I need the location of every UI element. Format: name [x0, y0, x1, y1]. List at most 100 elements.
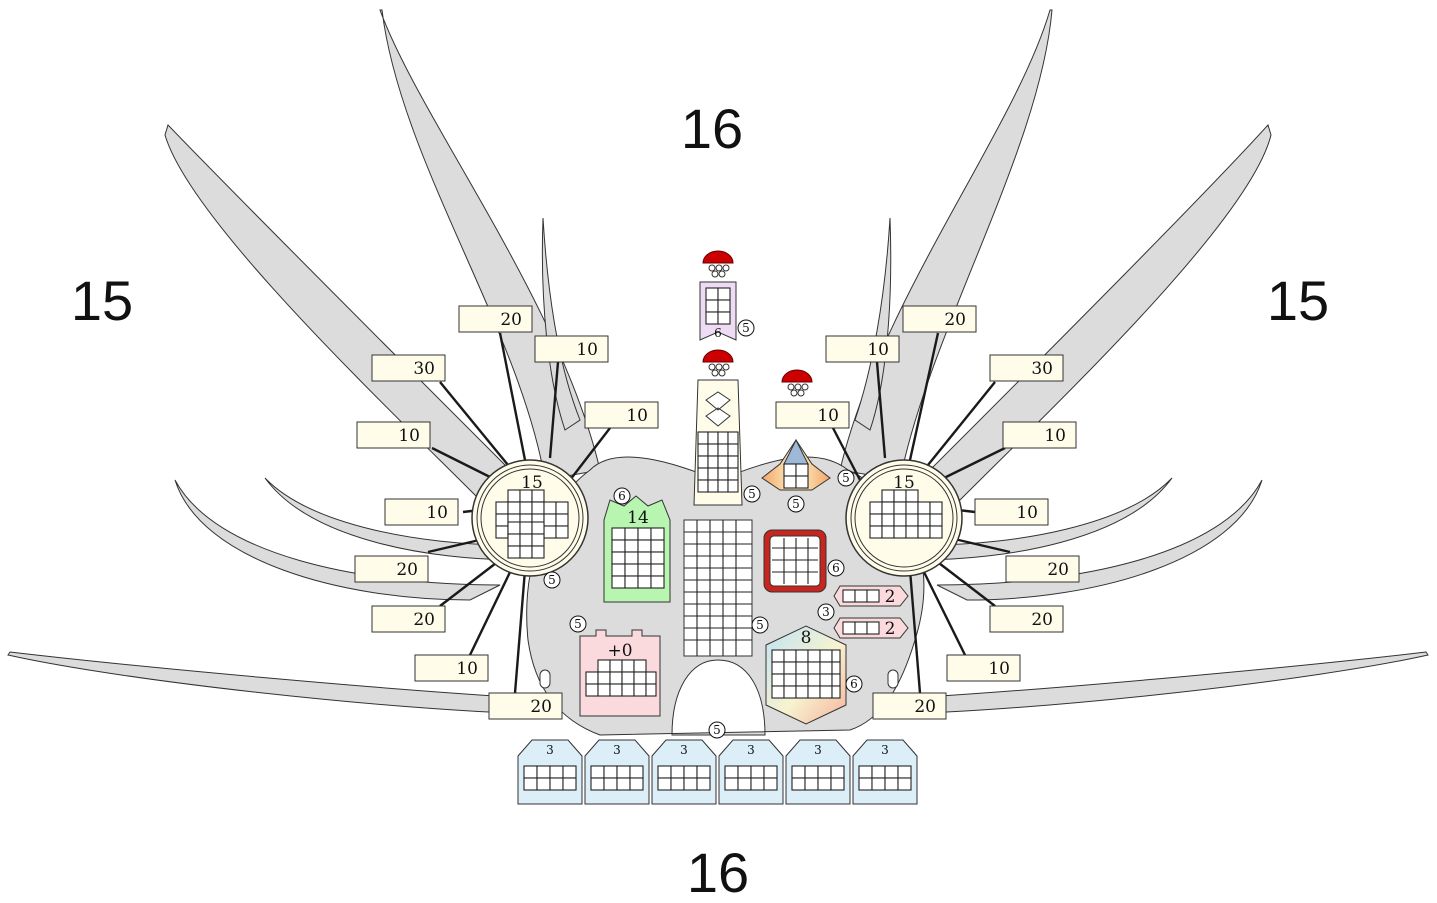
right-tag-3[interactable]: 10	[1002, 421, 1077, 449]
row-card-4[interactable]: 3	[718, 739, 784, 805]
left-hub-badge: 5	[543, 571, 561, 589]
svg-text:20: 20	[1031, 610, 1053, 630]
right-hub-tags: 20 10 30 10 10 10 20 20 10 20	[775, 305, 1080, 720]
svg-text:+0: +0	[607, 641, 632, 661]
svg-text:10: 10	[576, 340, 598, 360]
svg-text:6: 6	[832, 561, 840, 575]
row-card-6[interactable]: 3	[852, 739, 918, 805]
pink-card[interactable]: +0	[579, 629, 661, 717]
svg-text:5: 5	[748, 487, 756, 501]
left-tag-2[interactable]: 30	[371, 354, 446, 382]
left-tag-6[interactable]: 20	[354, 555, 429, 583]
right-hub-label: 15	[893, 473, 915, 493]
right-tag-8[interactable]: 10	[946, 654, 1021, 682]
svg-text:10: 10	[1016, 503, 1038, 523]
svg-text:5: 5	[713, 723, 721, 737]
svg-text:5: 5	[756, 618, 764, 632]
svg-text:20: 20	[944, 310, 966, 330]
red-gem-icon	[702, 250, 734, 278]
right-hub[interactable]: 15	[845, 459, 963, 577]
green-card[interactable]: 14	[603, 495, 671, 603]
right-tag-1[interactable]: 10	[825, 335, 900, 363]
top-card-badge: 5	[737, 319, 755, 337]
svg-text:20: 20	[413, 610, 435, 630]
red-card-badge: 6	[827, 559, 845, 577]
red-gem-icon	[781, 369, 813, 397]
svg-text:3: 3	[822, 605, 830, 619]
svg-text:20: 20	[500, 310, 522, 330]
svg-text:2: 2	[885, 587, 896, 607]
right-tag-9[interactable]: 20	[872, 692, 947, 720]
pink-small-card-1[interactable]: 2	[833, 585, 909, 607]
right-tag-0[interactable]: 20	[902, 305, 977, 333]
left-tag-3[interactable]: 10	[584, 401, 659, 429]
svg-text:3: 3	[814, 743, 822, 757]
top-number: 16	[681, 97, 743, 160]
row-card-2[interactable]: 3	[584, 739, 650, 805]
svg-text:3: 3	[881, 743, 889, 757]
svg-text:3: 3	[546, 743, 554, 757]
tall-grid-badge: 5	[751, 616, 769, 634]
svg-text:10: 10	[817, 406, 839, 426]
right-tag-5[interactable]: 10	[974, 498, 1049, 526]
right-hub-links	[831, 332, 1011, 694]
right-number: 15	[1267, 269, 1329, 332]
left-hub-tags: 20 10 30 10 10 10 20 20 10 20	[354, 305, 659, 720]
left-tag-5[interactable]: 10	[384, 498, 459, 526]
row-card-5[interactable]: 3	[785, 739, 851, 805]
row-card-3[interactable]: 3	[651, 739, 717, 805]
diamond-card[interactable]	[761, 438, 831, 491]
left-tag-4[interactable]: 10	[356, 421, 431, 449]
house-card[interactable]: 8	[765, 625, 847, 725]
svg-text:5: 5	[792, 497, 800, 511]
svg-text:10: 10	[626, 406, 648, 426]
svg-text:10: 10	[398, 426, 420, 446]
right-tag-2[interactable]: 30	[989, 354, 1064, 382]
svg-text:20: 20	[1047, 560, 1069, 580]
svg-text:20: 20	[530, 697, 552, 717]
left-tag-1[interactable]: 10	[534, 335, 609, 363]
left-hub-label: 15	[521, 473, 543, 493]
svg-text:20: 20	[396, 560, 418, 580]
bottom-number: 16	[687, 841, 749, 898]
svg-text:6: 6	[618, 489, 626, 503]
diamond-badge-1: 5	[837, 469, 855, 487]
right-tag-4[interactable]: 10	[775, 401, 850, 429]
svg-text:10: 10	[456, 659, 478, 679]
svg-text:8: 8	[801, 628, 812, 648]
svg-text:5: 5	[548, 573, 556, 587]
bottom-badge: 5	[708, 721, 726, 739]
pink-card-badge: 5	[569, 615, 587, 633]
house-card-badge: 6	[845, 675, 863, 693]
left-tag-0[interactable]: 20	[458, 305, 533, 333]
left-tag-7[interactable]: 20	[371, 605, 446, 633]
svg-text:10: 10	[988, 659, 1010, 679]
svg-text:5: 5	[742, 321, 750, 335]
left-hub[interactable]: 15	[471, 459, 589, 577]
row-card-1[interactable]: 3	[517, 739, 583, 805]
svg-text:3: 3	[680, 743, 688, 757]
pink-small-card-2[interactable]: 2	[833, 617, 909, 639]
tall-grid[interactable]	[683, 519, 753, 657]
left-hub-links	[427, 332, 611, 694]
svg-text:3: 3	[613, 743, 621, 757]
svg-text:10: 10	[867, 340, 889, 360]
left-tag-9[interactable]: 20	[488, 692, 563, 720]
svg-text:6: 6	[714, 326, 722, 340]
svg-text:5: 5	[842, 471, 850, 485]
svg-text:14: 14	[627, 508, 649, 528]
bottom-card-row: 3 3 3 3 3 3	[517, 739, 918, 805]
red-card[interactable]	[763, 529, 827, 593]
right-tag-7[interactable]: 20	[989, 605, 1064, 633]
tower-card[interactable]	[693, 379, 743, 506]
svg-text:30: 30	[1031, 359, 1053, 379]
tower-badge: 5	[743, 485, 761, 503]
right-tag-6[interactable]: 20	[1005, 555, 1080, 583]
top-lilac-card[interactable]: 6	[699, 281, 737, 341]
red-gem-icon	[702, 349, 734, 377]
left-tag-8[interactable]: 10	[414, 654, 489, 682]
svg-text:5: 5	[574, 617, 582, 631]
green-card-badge: 6	[613, 487, 631, 505]
diamond-badge-2: 5	[787, 495, 805, 513]
svg-text:2: 2	[885, 619, 896, 639]
